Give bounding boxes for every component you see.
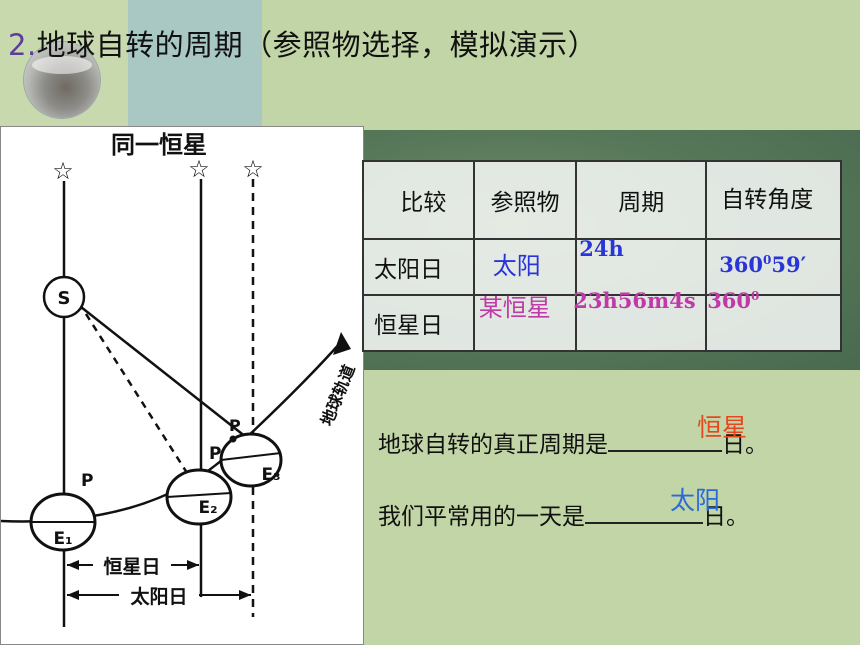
sun-dash-line — [77, 302, 198, 488]
question-suffix: 日。 — [703, 504, 749, 530]
solar-day-label: 太阳日 — [130, 585, 187, 608]
answer-angle-solar: 360059′ — [719, 252, 806, 277]
arrowhead — [187, 560, 199, 570]
rotation-diagram: 同一恒星 ☆ ☆ ☆ 地球轨道 S P E₁ P E₂ P E₃ 恒星日 — [0, 126, 364, 645]
question-text: 地球自转的真正周期是 — [378, 432, 608, 458]
title-text: 地球自转的周期（参照物选择，模拟演示） — [36, 28, 598, 62]
answer-true-period: 恒星 — [697, 413, 748, 442]
earth-e1-label: E₁ — [53, 529, 72, 549]
answer-reference-sidereal: 某恒星 — [478, 294, 551, 322]
angle-base: 360 — [719, 252, 764, 277]
cell-angle: 360059′ — [705, 238, 842, 296]
star-icon: ☆ — [52, 157, 74, 185]
table-header-row: 比较 参照物 周期 自转角度 — [362, 160, 842, 240]
answer-angle-sidereal: 3600 — [707, 288, 759, 313]
answer-period-solar: 24h — [579, 236, 624, 261]
sidereal-day-label: 恒星日 — [103, 556, 160, 578]
point-marker — [229, 435, 237, 443]
angle-degree: 0 — [751, 289, 760, 303]
answer-blank — [585, 500, 703, 524]
sun-solid-line — [80, 306, 247, 438]
earth-e3-axis — [220, 452, 282, 461]
question-daily: 我们平常用的一天是 日。 — [378, 497, 749, 531]
question-true-period: 地球自转的真正周期是 日。 — [378, 425, 768, 459]
label-backdrop — [119, 583, 199, 607]
earth-e3-label: E₃ — [261, 465, 280, 485]
row-name-solar: 太阳日 — [362, 238, 475, 296]
comparison-table: 比较 参照物 周期 自转角度 太阳日 太阳 24h 360059′ 恒星日 某恒… — [362, 160, 842, 352]
answer-period-sidereal: 23h56m4s — [573, 288, 696, 313]
cell-period: 23h56m4s — [573, 288, 708, 352]
diagram-svg: 同一恒星 ☆ ☆ ☆ 地球轨道 S P E₁ P E₂ P E₃ 恒星日 — [1, 131, 359, 627]
angle-minutes: 59′ — [771, 252, 807, 277]
table-row: 太阳日 太阳 24h 360059′ — [362, 236, 842, 296]
point-label: P — [209, 444, 221, 464]
row-name-sidereal: 恒星日 — [362, 294, 475, 352]
earth-e2-axis — [166, 492, 232, 498]
arrowhead — [239, 590, 251, 600]
point-label: P — [229, 416, 241, 435]
answer-reference-solar: 太阳 — [492, 252, 541, 280]
star-icon: ☆ — [242, 155, 264, 183]
arrowhead — [67, 560, 79, 570]
answer-blank — [608, 428, 722, 452]
table-row: 恒星日 某恒星 23h56m4s 3600 — [362, 288, 842, 352]
sun-circle — [42, 275, 86, 319]
star-label: 同一恒星 — [111, 131, 207, 159]
angle-degree: 0 — [763, 253, 772, 267]
point-label: P — [81, 471, 93, 491]
orbit-arrowhead — [333, 332, 351, 355]
arrowhead — [67, 590, 79, 600]
page-title: 2.地球自转的周期（参照物选择，模拟演示） — [8, 22, 597, 64]
header-reference: 参照物 — [472, 160, 578, 240]
question-suffix: 日。 — [722, 432, 768, 458]
sun-label: S — [58, 288, 71, 309]
header-compare: 比较 — [362, 160, 475, 240]
earth-e2-label: E₂ — [198, 498, 217, 518]
cell-period: 24h — [575, 236, 708, 296]
question-text: 我们平常用的一天是 — [378, 504, 585, 530]
globe-icon — [24, 42, 100, 118]
cell-reference: 太阳 — [472, 238, 578, 296]
label-backdrop — [93, 553, 171, 577]
header-angle: 自转角度 — [705, 160, 842, 240]
angle-base: 360 — [707, 288, 752, 313]
answer-daily: 太阳 — [670, 486, 721, 515]
header-period: 周期 — [575, 160, 708, 240]
cell-reference: 某恒星 — [472, 294, 578, 352]
star-icon: ☆ — [188, 155, 210, 183]
orbit-label: 地球轨道 — [317, 362, 359, 428]
cell-angle: 3600 — [705, 288, 842, 352]
title-number: 2. — [8, 28, 37, 62]
